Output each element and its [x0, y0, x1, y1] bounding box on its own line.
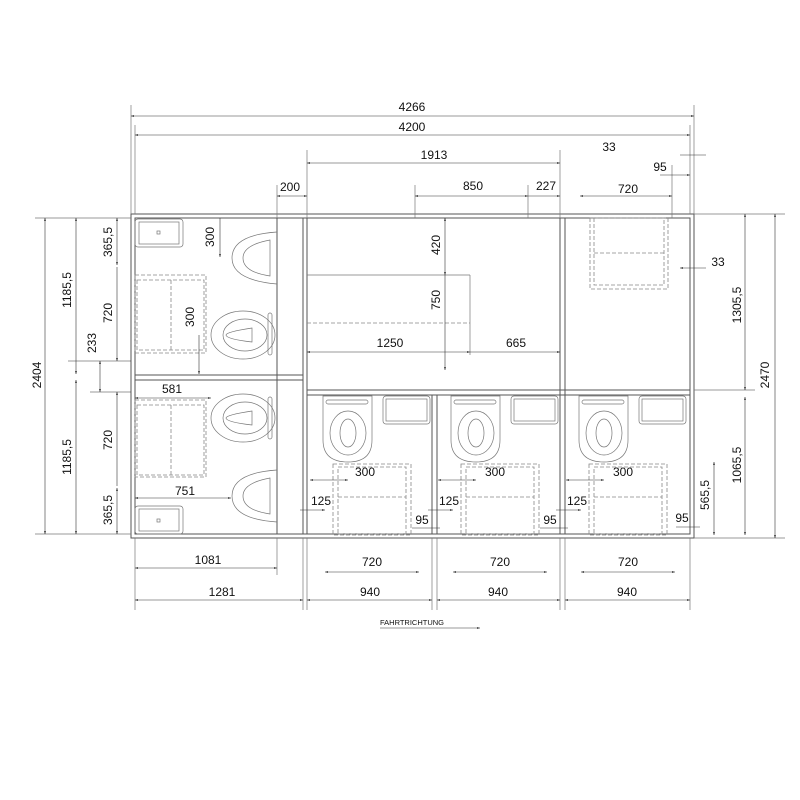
dim-cell-side: 125	[439, 494, 459, 508]
sink-icon	[382, 395, 431, 425]
cell-1	[322, 395, 431, 536]
dim-inner: 4200	[399, 120, 426, 134]
toilet-icon	[210, 310, 276, 360]
dim-box-upper: 720	[101, 303, 115, 323]
dim-left-outer: 1281	[209, 585, 236, 599]
toilet-icon	[210, 393, 276, 443]
dim-room-right-offset: 33	[711, 255, 725, 269]
dim-door-offset: 227	[536, 179, 556, 193]
dim-cell-gap: 95	[415, 513, 429, 527]
dim-left-total: 2404	[30, 361, 44, 388]
dim-depth-top: 420	[429, 235, 443, 255]
dim-left-inner: 1081	[195, 553, 222, 567]
dim-wall: 200	[280, 180, 300, 194]
dim-right-total: 2470	[758, 361, 772, 388]
dim-right-box: 565,5	[698, 480, 712, 510]
dim-cell-width: 940	[360, 585, 380, 599]
sink-icon	[134, 505, 184, 535]
dim-urinal-offset: 300	[203, 227, 217, 247]
direction-label: FAHRTRICHTUNG	[380, 618, 444, 627]
dim-right-offset: 33	[602, 140, 616, 154]
dim-cell-side: 125	[567, 494, 587, 508]
cell-2	[450, 395, 559, 536]
toilet-icon	[450, 395, 501, 463]
toilet-icon	[578, 395, 629, 463]
dim-sink-upper: 365,5	[101, 227, 115, 257]
dim-middle-room: 1913	[421, 148, 448, 162]
urinal-icon	[231, 231, 278, 285]
fixtures-left	[134, 218, 278, 535]
dim-right-upper: 1305,5	[730, 286, 744, 323]
dim-right-gap: 95	[653, 160, 667, 174]
dim-cell-box: 720	[618, 555, 638, 569]
fixtures-bottom	[322, 395, 687, 536]
dim-toilet-offset: 300	[183, 307, 197, 327]
dim-cell-center: 300	[485, 465, 505, 479]
dimension-labels: 4266 4200 1913 33 95 200 850 227 720 33 …	[30, 100, 772, 627]
dim-cell-box: 720	[490, 555, 510, 569]
walls	[35, 105, 785, 610]
dim-right-lower: 1065,5	[730, 446, 744, 483]
dim-cell-center: 300	[355, 465, 375, 479]
sink-icon	[134, 218, 184, 248]
cell-3	[578, 395, 687, 536]
dim-width-left: 1250	[377, 336, 404, 350]
dim-overall: 4266	[399, 100, 426, 114]
dim-box-width: 581	[162, 382, 182, 396]
dim-door: 850	[463, 179, 483, 193]
dim-left-upper-half: 1185,5	[60, 272, 74, 308]
dim-width-right: 665	[506, 336, 526, 350]
dim-cell-gap: 95	[675, 511, 689, 525]
toilet-icon	[322, 395, 373, 463]
urinal-icon	[231, 469, 278, 523]
dim-cell-width: 940	[488, 585, 508, 599]
dimension-lines	[44, 115, 776, 629]
dim-sink-lower: 365,5	[101, 495, 115, 525]
dim-cell-box: 720	[362, 555, 382, 569]
dim-gap: 233	[85, 333, 99, 353]
fixtures-top	[307, 217, 669, 355]
dim-right-box: 720	[618, 182, 638, 196]
dim-left-lower-half: 1185,5	[60, 439, 74, 475]
dim-cell-side: 125	[311, 494, 331, 508]
sink-icon	[638, 395, 687, 425]
dim-cell-gap: 95	[543, 513, 557, 527]
dim-urinal-width: 751	[175, 484, 195, 498]
dim-box-lower: 720	[101, 430, 115, 450]
dim-cell-center: 300	[613, 465, 633, 479]
dim-cell-width: 940	[617, 585, 637, 599]
sink-icon	[510, 395, 559, 425]
dim-depth-box: 750	[429, 290, 443, 310]
